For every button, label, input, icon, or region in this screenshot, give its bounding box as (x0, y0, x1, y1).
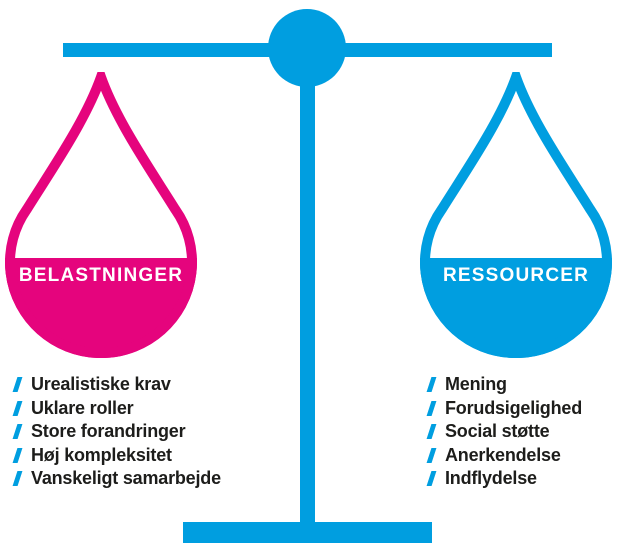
list-item-label: Vanskeligt samarbejde (31, 468, 221, 489)
scale-fulcrum-circle (268, 9, 346, 87)
belastninger-label: BELASTNINGER (18, 265, 184, 286)
list-item: Høj kompleksitet (12, 444, 221, 468)
slash-icon (12, 447, 23, 463)
slash-icon (12, 400, 23, 416)
scale-base (183, 522, 432, 543)
ressourcer-label: RESSOURCER (442, 265, 590, 286)
scale-pole (300, 48, 315, 522)
list-item-label: Uklare roller (31, 397, 134, 418)
slash-icon (426, 377, 437, 393)
list-item: Social støtte (426, 420, 582, 444)
list-item-label: Social støtte (445, 421, 550, 442)
drop-shape-left (5, 72, 197, 358)
slash-icon (12, 377, 23, 393)
drop-fill (5, 258, 197, 358)
list-item: Indflydelse (426, 467, 582, 491)
slash-icon (12, 424, 23, 440)
slash-icon (426, 424, 437, 440)
slash-icon (426, 471, 437, 487)
belastninger-list: Urealistiske krav Uklare roller Store fo… (12, 373, 221, 491)
list-item-label: Anerkendelse (445, 444, 561, 465)
drop-shape-right (420, 72, 612, 358)
list-item: Store forandringer (12, 420, 221, 444)
drop-fill (420, 258, 612, 358)
list-item-label: Forudsigelighed (445, 397, 583, 418)
list-item: Urealistiske krav (12, 373, 221, 397)
slash-icon (426, 400, 437, 416)
list-item-label: Høj kompleksitet (31, 444, 172, 465)
slash-icon (426, 447, 437, 463)
belastninger-drop: BELASTNINGER (5, 72, 197, 358)
list-item: Forudsigelighed (426, 397, 583, 421)
ressourcer-drop: RESSOURCER (420, 72, 612, 358)
list-item: Mening (426, 373, 582, 397)
ressourcer-list: Mening Forudsigelighed Social støtte Ane… (426, 373, 583, 491)
list-item: Vanskeligt samarbejde (12, 467, 221, 491)
list-item: Anerkendelse (426, 444, 582, 468)
list-item-label: Store forandringer (31, 421, 186, 442)
list-item: Uklare roller (12, 397, 221, 421)
list-item-label: Urealistiske krav (31, 374, 171, 395)
list-item-label: Mening (445, 374, 507, 395)
slash-icon (12, 471, 23, 487)
list-item-label: Indflydelse (445, 468, 537, 489)
